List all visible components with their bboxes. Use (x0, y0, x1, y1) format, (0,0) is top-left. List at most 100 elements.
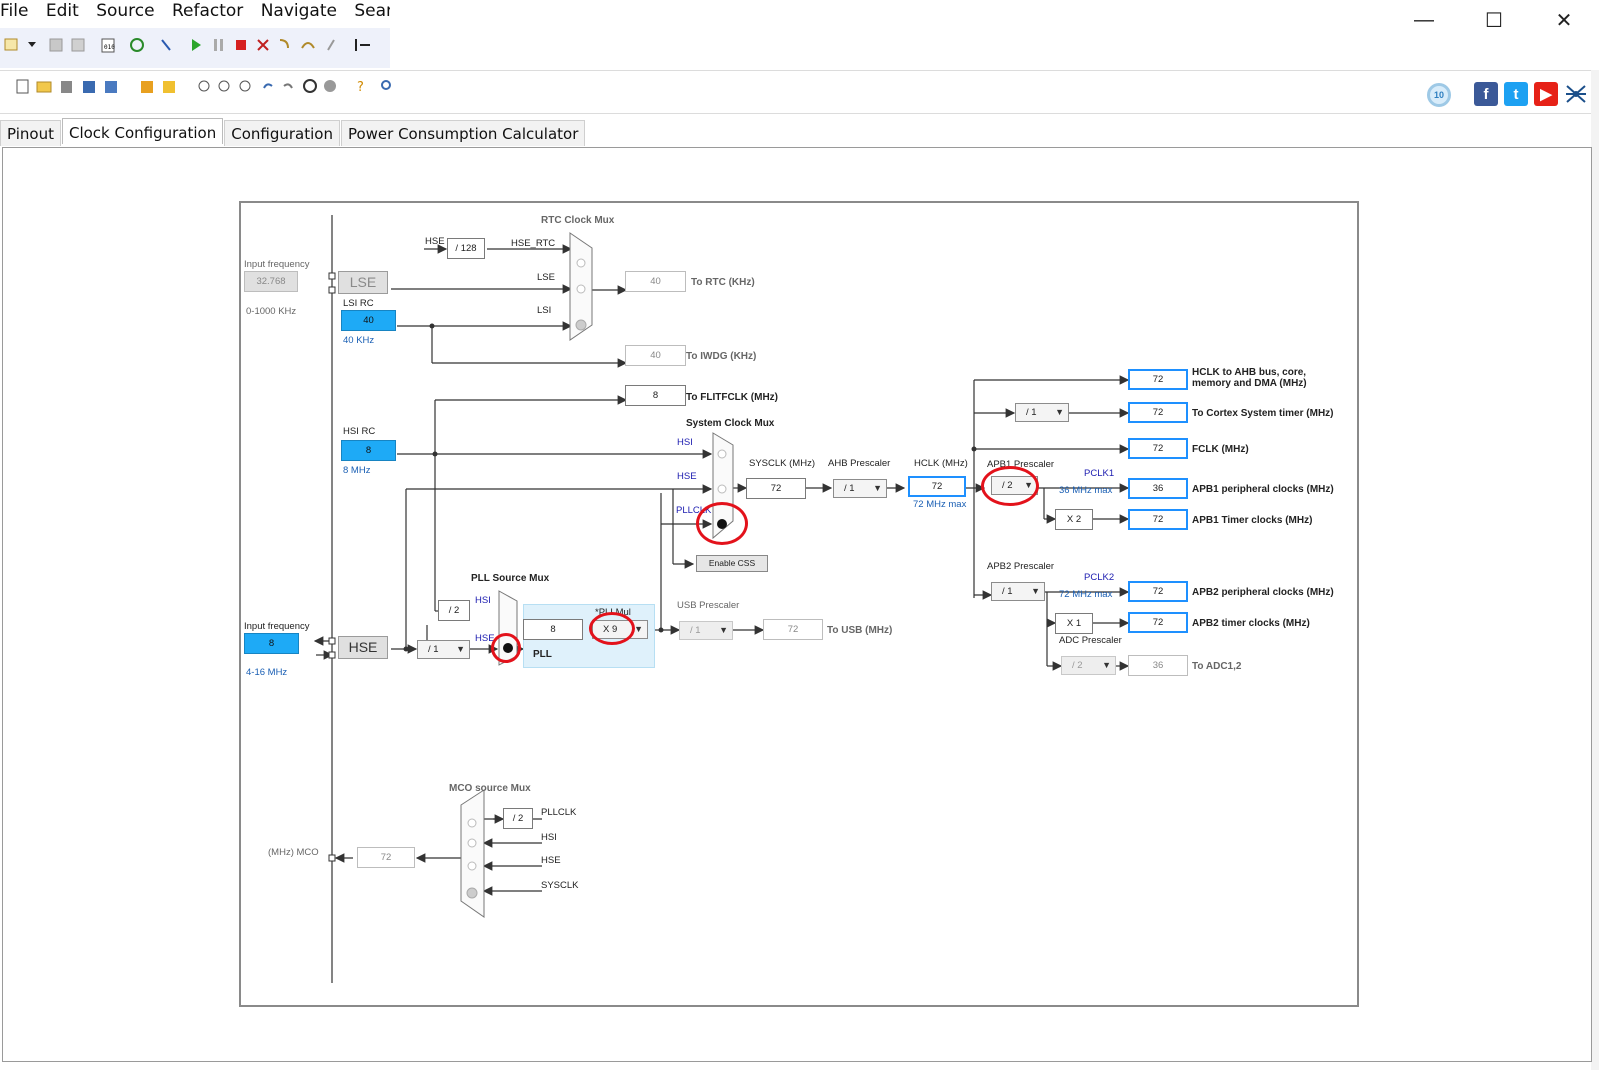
maximize-button[interactable]: ☐ (1485, 9, 1503, 32)
close-project-icon[interactable] (61, 81, 72, 93)
apb1-peripheral-output-field: 36 (1128, 478, 1188, 499)
lse-input-frequency-field[interactable]: 32.768 (244, 271, 298, 292)
save-project-icon[interactable] (83, 81, 95, 93)
menu-navigate[interactable]: Navigate (260, 1, 337, 21)
lsi-rc-field[interactable]: 40 (341, 310, 396, 331)
pll-label: PLL (533, 649, 552, 660)
usb-prescaler-label: USB Prescaler (677, 600, 740, 611)
facebook-icon[interactable]: f (1474, 82, 1498, 106)
adc-prescaler-select[interactable]: / 2▼ (1061, 656, 1116, 675)
mco-pll-divider: / 2 (503, 808, 533, 829)
cortex-timer-divider-select[interactable]: / 1▼ (1015, 403, 1069, 422)
network-icon[interactable] (1564, 82, 1588, 106)
ahb-prescaler-select[interactable]: / 1▼ (833, 479, 887, 498)
generate-report-icon[interactable] (163, 81, 175, 93)
usb-prescaler-select[interactable]: / 1 ▼ (679, 621, 733, 640)
hclk-ahb-output-label-2: memory and DMA (MHz) (1192, 378, 1307, 389)
menu-source[interactable]: Source (96, 1, 155, 21)
tab-clock-configuration[interactable]: Clock Configuration (61, 118, 224, 144)
close-button[interactable]: ✕ (1555, 9, 1573, 32)
annotation-circle-pll-source-hse (491, 633, 521, 663)
new-file-icon[interactable] (4, 38, 18, 51)
lse-range-label: 0-1000 KHz (246, 306, 297, 317)
dropdown-icon[interactable] (28, 42, 36, 47)
hse-source[interactable]: HSE (338, 636, 388, 659)
step-into-icon[interactable] (279, 39, 289, 49)
hsi-rc-field[interactable]: 8 (341, 440, 396, 461)
debug-icon[interactable] (161, 39, 171, 51)
mco-source-mux[interactable] (460, 789, 485, 918)
mco-hsi-label: HSI (541, 832, 557, 843)
rtc-hse-divider: / 128 (447, 238, 485, 259)
apb2-timer-output-field: 72 (1128, 612, 1188, 633)
badge-10-icon[interactable]: 10 (1427, 83, 1451, 107)
binary-icon[interactable]: 010 (101, 38, 115, 53)
lse-source[interactable]: LSE (338, 271, 388, 294)
zoom-in-icon[interactable] (198, 80, 210, 92)
minimize-button[interactable]: — (1414, 8, 1434, 31)
terminate-icon[interactable] (236, 40, 246, 50)
fclk-output-label: FCLK (MHz) (1192, 444, 1249, 455)
twitter-icon[interactable]: t (1504, 82, 1528, 106)
apb1-prescaler-label: APB1 Prescaler (987, 459, 1055, 470)
enable-css-button[interactable]: Enable CSS (696, 555, 768, 572)
zoom-out-icon[interactable] (218, 80, 230, 92)
record-icon[interactable] (324, 80, 336, 92)
apb2-prescaler-select[interactable]: / 1▼ (991, 582, 1045, 601)
generate-code-icon[interactable] (141, 81, 153, 93)
help-icon[interactable]: ? (357, 80, 364, 95)
youtube-icon[interactable]: ▶ (1534, 82, 1558, 106)
zoom-fit-icon[interactable] (239, 80, 251, 92)
hse-input-frequency-field[interactable]: 8 (244, 633, 299, 654)
menu-file[interactable]: File (0, 1, 29, 21)
clock-tree-wires (313, 215, 1130, 983)
sysclk-label: SYSCLK (MHz) (749, 458, 815, 469)
main-toolbar-icons: 010 (4, 38, 370, 53)
save-icon[interactable] (49, 38, 63, 52)
clock-tree-diagram: Input frequency 32.768 0-1000 KHz LSE LS… (239, 201, 1359, 1007)
instruction-step-icon[interactable] (355, 39, 370, 51)
usb-output-label: To USB (MHz) (827, 625, 893, 636)
apb2-peripheral-output-label: APB2 peripheral clocks (MHz) (1192, 587, 1334, 598)
adc-prescaler-value: / 2 (1072, 660, 1083, 671)
adc-prescaler-label: ADC Prescaler (1059, 635, 1122, 646)
rtc-output-label: To RTC (KHz) (691, 277, 755, 288)
refresh-icon[interactable] (130, 38, 144, 52)
undo-icon[interactable] (263, 83, 273, 89)
open-folder-icon[interactable] (36, 81, 52, 93)
step-over-icon[interactable] (301, 42, 315, 49)
chevron-down-icon: ▼ (1055, 407, 1064, 417)
usb-prescaler-value: / 1 (690, 625, 701, 636)
menu-edit[interactable]: Edit (45, 1, 79, 21)
new-project-icon[interactable] (16, 79, 29, 94)
redo-icon[interactable] (283, 83, 293, 89)
disconnect-icon[interactable] (257, 39, 269, 51)
hclk-field[interactable]: 72 (908, 476, 966, 497)
sysclk-field[interactable]: 72 (746, 478, 806, 499)
tab-power-consumption-calculator[interactable]: Power Consumption Calculator (340, 120, 586, 146)
apb1-timer-output-field: 72 (1128, 509, 1188, 530)
mco-sysclk-label: SYSCLK (541, 880, 579, 891)
menu-search[interactable]: Search (354, 1, 390, 21)
save-as-icon[interactable] (105, 81, 117, 93)
suspend-icon[interactable] (214, 39, 223, 51)
adc-output-label: To ADC1,2 (1192, 661, 1242, 672)
chevron-down-icon: ▼ (719, 625, 728, 635)
step-return-icon[interactable] (327, 39, 335, 51)
pll-mux-hsi-label: HSI (475, 595, 491, 606)
save-all-icon[interactable] (71, 38, 85, 52)
cortex-timer-output-label: To Cortex System timer (MHz) (1192, 408, 1334, 419)
rtc-lsi-label: LSI (537, 305, 552, 316)
tab-configuration[interactable]: Configuration (224, 120, 340, 146)
apb2-timer-output-label: APB2 timer clocks (MHz) (1192, 618, 1310, 629)
tab-pinout[interactable]: Pinout (0, 120, 61, 146)
hse-predivider-select[interactable]: / 1▼ (417, 640, 470, 659)
ahb-prescaler-label: AHB Prescaler (828, 458, 891, 469)
key-icon[interactable] (381, 80, 391, 90)
apb1-timer-output-label: APB1 Timer clocks (MHz) (1192, 515, 1313, 526)
resume-icon[interactable] (192, 39, 201, 51)
target-icon[interactable] (303, 79, 317, 93)
menu-refactor[interactable]: Refactor (171, 1, 244, 21)
flitfclk-output-label: To FLITFCLK (MHz) (686, 392, 779, 403)
vertical-scrollbar[interactable] (1591, 70, 1599, 1070)
